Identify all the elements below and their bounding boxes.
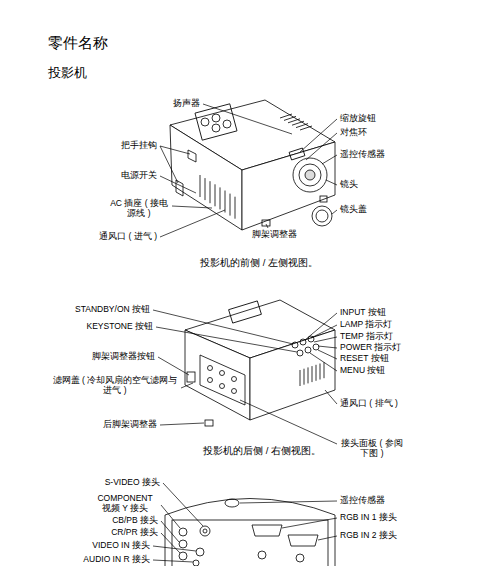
figure-caption: 投影机的前侧 / 左侧视图。	[200, 258, 318, 269]
part-label: RESET 按钮	[340, 354, 389, 364]
part-label: CB/PB 接头	[112, 516, 158, 526]
part-label: 遥控传感器	[340, 150, 385, 160]
section-heading: 投影机	[48, 66, 87, 80]
part-label: 对焦环	[340, 128, 367, 138]
part-label: 通风口 ( 排气 )	[340, 399, 398, 409]
part-label: 镜头	[340, 180, 358, 190]
part-label: 把手挂钩	[121, 141, 157, 151]
part-label: CR/PR 接头	[111, 528, 158, 538]
part-label: 扬声器	[173, 99, 200, 109]
part-label: 缩放旋钮	[340, 114, 376, 124]
part-label: COMPONENT 视频 Y 接头	[92, 494, 158, 514]
projector-front-view	[170, 100, 335, 230]
part-label: AUDIO IN R 接头	[83, 555, 150, 565]
part-label: AC 插座 ( 接电源线 )	[108, 199, 170, 219]
connector-panel	[165, 499, 335, 566]
part-label: 脚架调整器按钮	[92, 352, 155, 362]
part-label: RGB IN 2 接头	[340, 531, 397, 541]
part-label: LAMP 指示灯	[340, 320, 392, 330]
page-title: 零件名称	[48, 34, 108, 51]
part-label: POWER 指示灯	[340, 343, 401, 353]
part-label: S-VIDEO 接头	[105, 478, 160, 488]
part-label: TEMP 指示灯	[340, 332, 393, 342]
part-label: 镜头盖	[340, 205, 367, 215]
part-label: INPUT 按钮	[340, 308, 386, 318]
part-label: KEYSTONE 按钮	[87, 322, 154, 332]
part-label: 接头面板 ( 参阅下图 )	[340, 439, 404, 459]
leader-lines	[160, 104, 337, 237]
part-label: 滤网盖 ( 冷却风扇的空气滤网与进气 )	[52, 376, 178, 396]
part-label: 电源开关	[121, 171, 157, 181]
leader-lines	[153, 483, 337, 562]
part-label: STANDBY/ON 按钮	[75, 305, 150, 315]
part-label: 后脚架调整器	[103, 420, 157, 430]
part-label: 遥控传感器	[340, 496, 385, 506]
part-label: RGB IN 1 接头	[340, 513, 397, 523]
part-label: 脚架调整器	[252, 230, 297, 240]
part-label: MENU 按钮	[340, 366, 385, 376]
leader-lines	[153, 310, 337, 444]
part-label: VIDEO IN 接头	[92, 541, 150, 551]
figure-caption: 投影机的后侧 / 右侧视图。	[203, 446, 321, 457]
projector-rear-view	[185, 300, 335, 426]
part-label: 通风口 ( 进气 )	[99, 232, 157, 242]
